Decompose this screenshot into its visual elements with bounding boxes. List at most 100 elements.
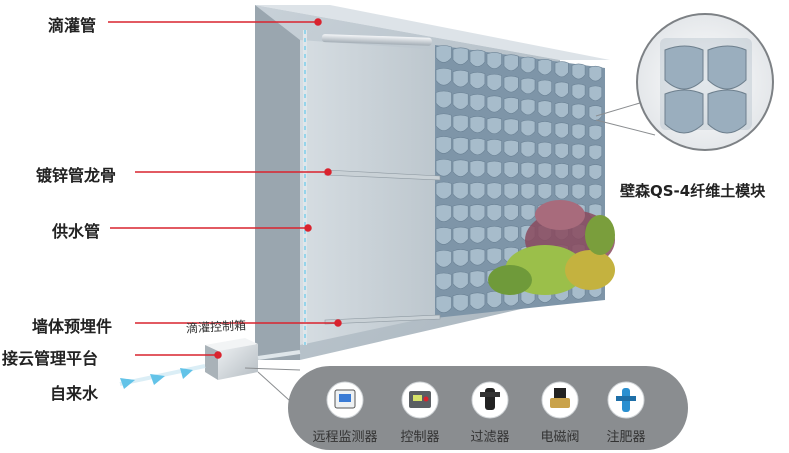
module-zoom-bubble — [595, 13, 774, 151]
planter-cell — [503, 75, 519, 93]
planter-cell — [503, 97, 519, 114]
planter-cell — [554, 142, 569, 159]
water-flow-arrows — [119, 364, 206, 389]
planter-cell — [588, 65, 603, 82]
planter-cell — [486, 182, 502, 200]
planter-cell — [537, 121, 552, 138]
planter-cell — [588, 183, 603, 200]
wall-top-face — [255, 5, 610, 60]
planter-cell — [554, 183, 569, 200]
planter-cell — [469, 49, 486, 67]
planter-cell — [435, 204, 452, 223]
planter-cell — [554, 163, 569, 180]
device-tray — [244, 366, 688, 450]
planter-cell — [486, 73, 502, 91]
planter-cell — [554, 122, 569, 139]
label-drip-control-box: 滴灌控制箱 — [185, 318, 247, 336]
planter-cell — [486, 247, 502, 265]
plant-cluster — [585, 215, 615, 255]
remote-monitor-icon — [334, 389, 356, 409]
planter-cell — [486, 204, 502, 222]
planter-cell — [588, 124, 603, 141]
planter-cell — [537, 183, 552, 200]
planter-cell — [435, 272, 452, 291]
planter-cell — [486, 225, 502, 243]
fertilizer-injector-icon — [616, 388, 636, 412]
planter-cell — [588, 164, 603, 180]
planter-cell — [435, 45, 452, 63]
label-drip-pipe: 滴灌管 — [48, 16, 97, 35]
device-label: 过滤器 — [470, 430, 510, 445]
water-arrow — [150, 374, 165, 385]
plants — [488, 200, 615, 295]
planter-cell — [452, 181, 469, 200]
planter-cell — [571, 103, 586, 120]
planter-cell — [520, 140, 536, 158]
planter-cell — [469, 226, 486, 244]
planter-cell — [503, 54, 519, 72]
planter-cell — [452, 137, 469, 155]
device-label: 电磁阀 — [540, 430, 580, 445]
planter-cell — [571, 63, 586, 80]
planter-cell — [435, 227, 452, 245]
device-label: 控制器 — [400, 430, 440, 445]
planter-cell — [503, 139, 519, 157]
pipes — [303, 30, 441, 345]
label-embedded-part: 墙体预埋件 — [32, 317, 113, 336]
planter-cell — [537, 100, 552, 117]
drip-pipe — [321, 34, 432, 46]
planter-cell — [435, 113, 452, 132]
planter-cell — [486, 117, 502, 135]
wall-inner-panel — [300, 40, 440, 345]
planter-cell — [520, 56, 536, 74]
planter-cell — [554, 61, 569, 78]
planter-cell — [435, 249, 452, 268]
planter-cell — [486, 160, 502, 178]
planter-cell — [435, 90, 452, 109]
label-module-name: 壁森QS-4纤维土模块 — [620, 182, 766, 200]
planter-cell — [469, 116, 486, 134]
planter-cell — [571, 183, 586, 200]
planter-cell — [469, 160, 486, 178]
planter-cell — [571, 163, 586, 180]
plant-cluster — [488, 265, 532, 295]
planter-cell — [452, 204, 469, 222]
label-supply-pipe: 供水管 — [52, 222, 101, 241]
device-label: 远程监测器 — [312, 430, 378, 445]
planter-cell — [435, 158, 452, 177]
planter-cell — [469, 248, 486, 266]
planter-cell — [452, 226, 469, 245]
planter-cell — [469, 292, 486, 310]
planter-cell — [469, 93, 486, 112]
planter-cell — [435, 295, 452, 314]
planter-cell — [537, 141, 552, 158]
planter-cell — [554, 81, 569, 98]
water-arrow — [180, 368, 193, 379]
planter-cell — [520, 161, 536, 179]
plant-cluster — [565, 250, 615, 290]
water-arrow — [120, 378, 135, 389]
planter-cell — [571, 83, 586, 100]
planter-cell — [435, 136, 452, 154]
planter-cell — [452, 47, 469, 65]
planter-cell — [469, 71, 486, 89]
wall-side-face — [255, 5, 300, 360]
planter-cell — [520, 203, 536, 221]
planter-module-grid — [435, 45, 605, 318]
controller-icon — [409, 391, 431, 408]
planter-cell — [469, 138, 486, 156]
plant-cluster — [535, 200, 585, 230]
solenoid-valve-icon — [550, 388, 570, 408]
planter-cell — [520, 77, 536, 95]
label-cloud-platform: 接云管理平台 — [2, 349, 99, 368]
planter-cell — [571, 143, 586, 160]
planter-cell — [486, 52, 502, 69]
planter-cell — [469, 182, 486, 200]
planter-cell — [520, 98, 536, 116]
planter-cell — [435, 181, 452, 200]
label-tap-water: 自来水 — [50, 384, 99, 403]
planter-cell — [486, 139, 502, 156]
planter-cell — [571, 123, 586, 140]
planter-cell — [452, 114, 469, 133]
